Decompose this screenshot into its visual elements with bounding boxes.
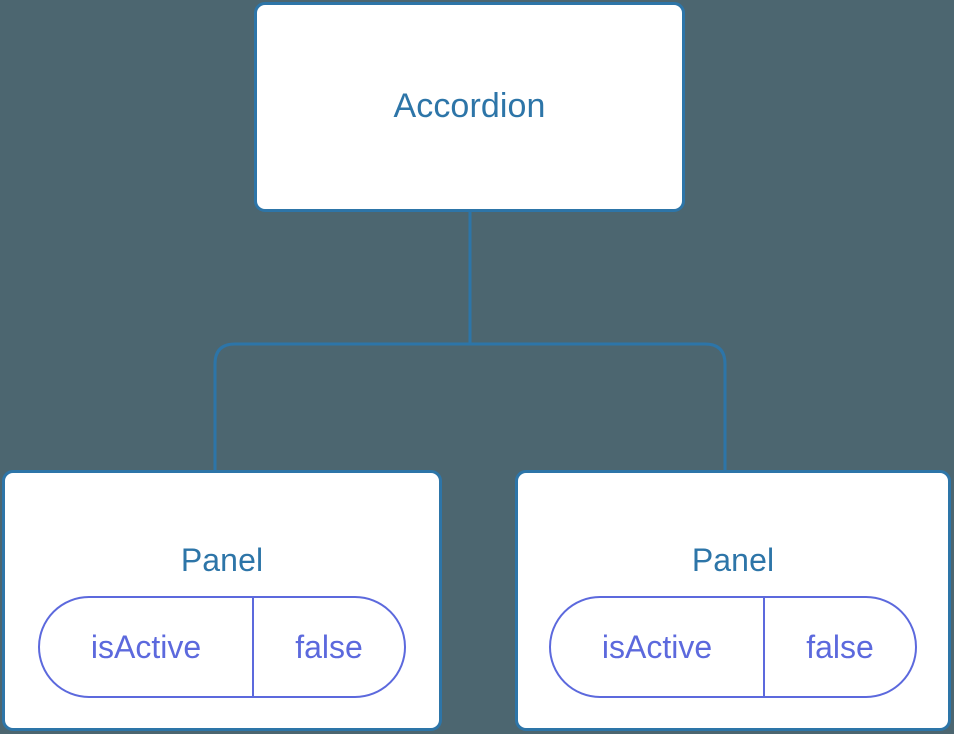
state-pill-right-key: isActive	[601, 628, 713, 665]
node-accordion-label: Accordion	[393, 87, 546, 126]
connector-branch-right	[470, 342, 727, 471]
node-panel-right[interactable]: Panel isActive false	[515, 470, 951, 731]
panel-right-content: Panel isActive false	[518, 503, 948, 699]
state-pill-panel-right[interactable]: isActive false	[549, 596, 917, 699]
state-pill-left-key: isActive	[90, 628, 202, 665]
state-pill-left-value: false	[252, 598, 404, 697]
node-accordion[interactable]: Accordion	[254, 2, 685, 212]
state-pill-panel-left[interactable]: isActive false	[38, 596, 406, 699]
panel-left-content: Panel isActive false	[5, 503, 439, 699]
node-panel-left-label: Panel	[180, 541, 264, 578]
node-panel-left[interactable]: Panel isActive false	[2, 470, 442, 731]
node-panel-right-label: Panel	[691, 541, 775, 578]
state-pill-right-value: false	[763, 598, 915, 697]
connector-branch-left	[213, 342, 470, 471]
